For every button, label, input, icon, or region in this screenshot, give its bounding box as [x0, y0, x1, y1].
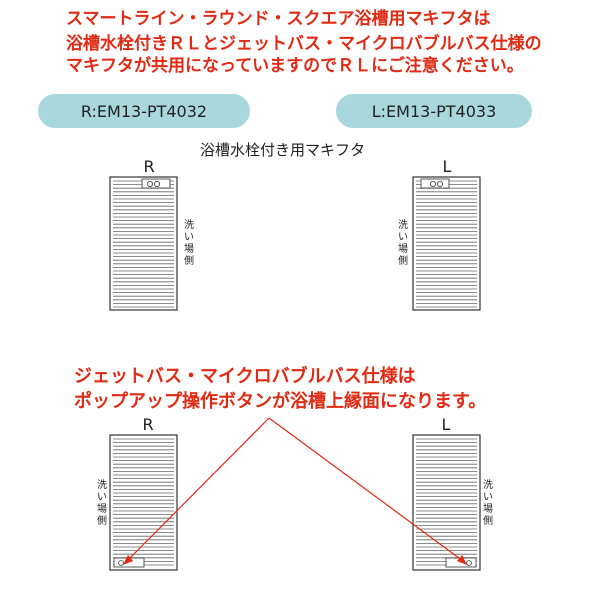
cover-bottom-left-frame	[412, 434, 481, 571]
faucet-hole	[436, 180, 443, 187]
cover-bottom-right	[109, 434, 178, 571]
wash-side-char: 側	[97, 514, 107, 527]
arrow-line-right	[268, 417, 464, 562]
cover-top-left-frame	[412, 176, 481, 311]
model-pill-left: L:EM13-PT4033	[336, 94, 532, 128]
arrowhead-left	[123, 555, 133, 565]
wash-side-char: 側	[398, 254, 408, 267]
side-label-l-top: L	[443, 157, 452, 176]
wash-side-char: 場	[184, 242, 194, 255]
arrowhead-right	[457, 555, 467, 565]
wash-side-char: い	[97, 492, 107, 503]
side-label-r-top: R	[143, 157, 154, 176]
wash-side-char: 場	[483, 502, 493, 515]
side-label-r-bottom: R	[142, 415, 153, 434]
wash-side-char: 場	[398, 242, 408, 255]
jet-notice-line-1: ジェットバス・マイクロバブルバス仕様は	[74, 366, 416, 387]
wash-side-char: 洗	[97, 479, 107, 491]
faucet-hole	[429, 180, 436, 187]
wash-side-char: い	[398, 232, 408, 243]
notice-line-2: 浴槽水栓付きＲＬとジェットバス・マイクロバブルバス仕様の	[66, 34, 542, 54]
notice-line-1: スマートライン・ラウンド・スクエア浴槽用マキフタは	[66, 9, 491, 29]
arrows	[123, 417, 467, 565]
cover-top-left	[412, 176, 481, 311]
model-pill-right: R:EM13-PT4032	[38, 94, 250, 128]
faucet-cover-caption: 浴槽水栓付き用マキフタ	[200, 141, 366, 159]
cover-top-left-slats	[416, 180, 477, 308]
side-label-l-bottom: L	[442, 415, 451, 434]
popup-button	[118, 560, 124, 566]
faucet-hole	[146, 180, 153, 187]
cover-top-right	[109, 176, 178, 311]
arrow-line-left	[126, 417, 270, 562]
faucet-hole	[153, 180, 160, 187]
jet-notice-line-2: ポップアップ操作ボタンが浴槽上縁面になります。	[74, 391, 487, 412]
wash-side-char: い	[184, 232, 194, 243]
cover-top-right-frame	[109, 176, 178, 311]
popup-button	[466, 560, 472, 566]
wash-side-char: 側	[483, 514, 493, 527]
wash-side-char: 洗	[184, 219, 194, 231]
wash-side-char: 側	[184, 254, 194, 267]
cover-top-right-slats	[113, 180, 174, 308]
notice-line-3: マキフタが共用になっていますのでＲＬにご注意ください。	[66, 56, 524, 76]
wash-side-char: 洗	[398, 219, 408, 231]
cover-bottom-right-frame	[109, 434, 178, 571]
wash-side-char: 場	[97, 502, 107, 515]
cover-bottom-left-slats	[416, 438, 477, 566]
wash-side-char: 洗	[483, 479, 493, 491]
cover-bottom-left	[412, 434, 481, 571]
wash-side-char: い	[483, 492, 493, 503]
